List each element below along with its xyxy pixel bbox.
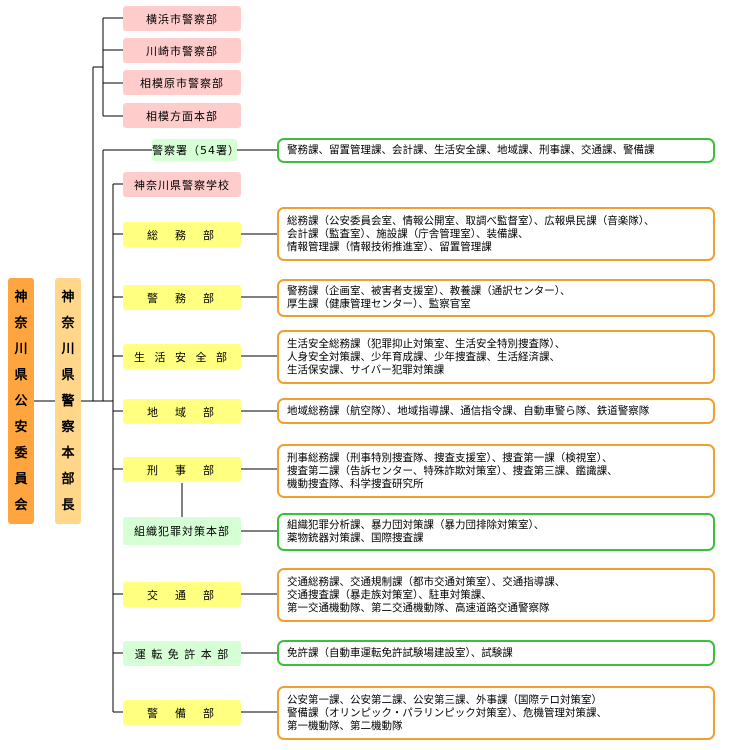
desc-line: 生活安全総務課（犯罪抑止対策室、生活安全特別捜査隊）、 <box>287 337 566 350</box>
commission-char: 神 <box>14 289 28 305</box>
desc-line: 地域総務課（航空隊）、地域指導課、通信指令課、自動車警ら隊、鉄道警察隊 <box>287 404 650 417</box>
sagamihara-police-dept-box: 相模原市警察部 <box>123 70 241 95</box>
kawasaki-police-dept-box: 川崎市警察部 <box>123 38 241 63</box>
desc-line: 機動捜査隊、科学捜査研究所 <box>287 477 424 490</box>
desc-line: 免許課（自動車運転免許試験場建設室）、試験課 <box>287 646 513 659</box>
community-safety-dept-box: 生 活 安 全 部 <box>123 344 241 369</box>
chief-char: 神 <box>61 289 75 305</box>
criminal-investigation-dept-box: 刑 事 部 <box>123 457 241 482</box>
chief-char: 察 <box>61 419 75 435</box>
desc-line: 公安第一課、公安第二課、公安第三課、外事課（国際テロ対策室） <box>287 693 602 706</box>
desc-line: 生活保安課、サイバー犯罪対策課 <box>287 363 445 376</box>
chief-char: 奈 <box>61 315 75 331</box>
chief-char: 県 <box>61 367 75 383</box>
desc-line: 交通捜査課（暴走族対策室）、駐車対策課、 <box>287 588 492 601</box>
security-dept-desc: 公安第一課、公安第二課、公安第三課、外事課（国際テロ対策室） 警備課（オリンピッ… <box>277 686 715 740</box>
police-stations-desc: 警務課、留置管理課、会計課、生活安全課、地域課、刑事課、交通課、警備課 <box>277 138 715 163</box>
traffic-dept-box: 交 通 部 <box>123 582 241 607</box>
desc-line: 捜査第二課（告訴センター、特殊詐欺対策室）、捜査第三課、鑑識課、 <box>287 464 618 477</box>
desc-line: 第一交通機動隊、第二交通機動隊、高速道路交通警察隊 <box>287 601 550 614</box>
commission-char: 県 <box>14 367 28 383</box>
security-dept-box: 警 備 部 <box>123 700 241 725</box>
chief-char: 本 <box>61 445 75 461</box>
yokohama-police-dept-box: 横浜市警察部 <box>123 6 241 31</box>
desc-line: 交通総務課、交通規制課（都市交通対策室）、交通指導課、 <box>287 575 566 588</box>
commission-char: 会 <box>14 497 28 513</box>
criminal-investigation-dept-desc: 刑事総務課（刑事特別捜査隊、捜査支援室）、捜査第一課（検視室）、 捜査第二課（告… <box>277 444 715 498</box>
desc-line: 総務課（公安委員会室、情報公開室、取調べ監督室）、広報県民課（音楽隊）、 <box>287 214 655 227</box>
commission-char: 公 <box>14 393 28 409</box>
desc-line: 薬物銃器対策課、国際捜査課 <box>287 532 424 544</box>
general-affairs-dept-box: 総 務 部 <box>123 222 241 247</box>
police-affairs-dept-desc: 警務課（企画室、被害者支援室）、教養課（通訳センター）、 厚生課（健康管理センタ… <box>277 279 715 317</box>
desc-line: 情報管理課（情報技術推進室）、留置管理課 <box>287 240 492 253</box>
desc-line: 人身安全対策課、少年育成課、少年捜査課、生活経済課、 <box>287 350 560 363</box>
general-affairs-dept-desc: 総務課（公安委員会室、情報公開室、取調べ監督室）、広報県民課（音楽隊）、 会計課… <box>277 207 715 261</box>
chief-char: 川 <box>61 341 75 357</box>
chief-char: 警 <box>61 393 75 409</box>
community-policing-dept-desc: 地域総務課（航空隊）、地域指導課、通信指令課、自動車警ら隊、鉄道警察隊 <box>277 398 715 424</box>
community-safety-dept-desc: 生活安全総務課（犯罪抑止対策室、生活安全特別捜査隊）、 人身安全対策課、少年育成… <box>277 330 715 384</box>
police-school-box: 神奈川県警察学校 <box>123 172 241 197</box>
desc-line: 第一機動隊、第二機動隊 <box>287 719 403 732</box>
community-policing-dept-box: 地 域 部 <box>123 399 241 424</box>
commission-char: 委 <box>14 445 28 461</box>
drivers-license-hq-box: 運 転 免 許 本 部 <box>123 641 241 666</box>
police-chief-box: 神 奈 川 県 警 察 本 部 長 <box>55 278 81 524</box>
sagami-area-hq-box: 相模方面本部 <box>123 103 241 128</box>
organized-crime-hq-box: 組織犯罪対策本部 <box>123 517 241 545</box>
police-affairs-dept-box: 警 務 部 <box>123 285 241 310</box>
commission-char: 川 <box>14 341 28 357</box>
desc-line: 厚生課（健康管理センター）、監察官室 <box>287 298 471 310</box>
commission-char: 奈 <box>14 315 28 331</box>
desc-line: 刑事総務課（刑事特別捜査隊、捜査支援室）、捜査第一課（検視室）、 <box>287 451 613 464</box>
police-stations-box: 警察署（54署） <box>152 139 239 161</box>
chief-char: 部 <box>61 471 75 487</box>
drivers-license-hq-desc: 免許課（自動車運転免許試験場建設室）、試験課 <box>277 640 715 666</box>
commission-char: 員 <box>14 471 28 487</box>
traffic-dept-desc: 交通総務課、交通規制課（都市交通対策室）、交通指導課、 交通捜査課（暴走族対策室… <box>277 568 715 622</box>
desc-line: 警備課（オリンピック・パラリンピック対策室）、危機管理対策課、 <box>287 706 608 719</box>
desc-line: 会計課（監査室）、施設課（庁舎管理室）、装備課、 <box>287 227 529 240</box>
commission-char: 安 <box>14 419 28 435</box>
public-safety-commission-box: 神 奈 川 県 公 安 委 員 会 <box>8 278 34 524</box>
chief-char: 長 <box>61 497 75 513</box>
organized-crime-hq-desc: 組織犯罪分析課、暴力団対策課（暴力団排除対策室）、 薬物銃器対策課、国際捜査課 <box>277 513 715 551</box>
desc-line: 警務課（企画室、被害者支援室）、教養課（通訳センター）、 <box>287 285 571 297</box>
desc-line: 警務課、留置管理課、会計課、生活安全課、地域課、刑事課、交通課、警備課 <box>287 144 655 156</box>
desc-line: 組織犯罪分析課、暴力団対策課（暴力団排除対策室）、 <box>287 519 545 531</box>
